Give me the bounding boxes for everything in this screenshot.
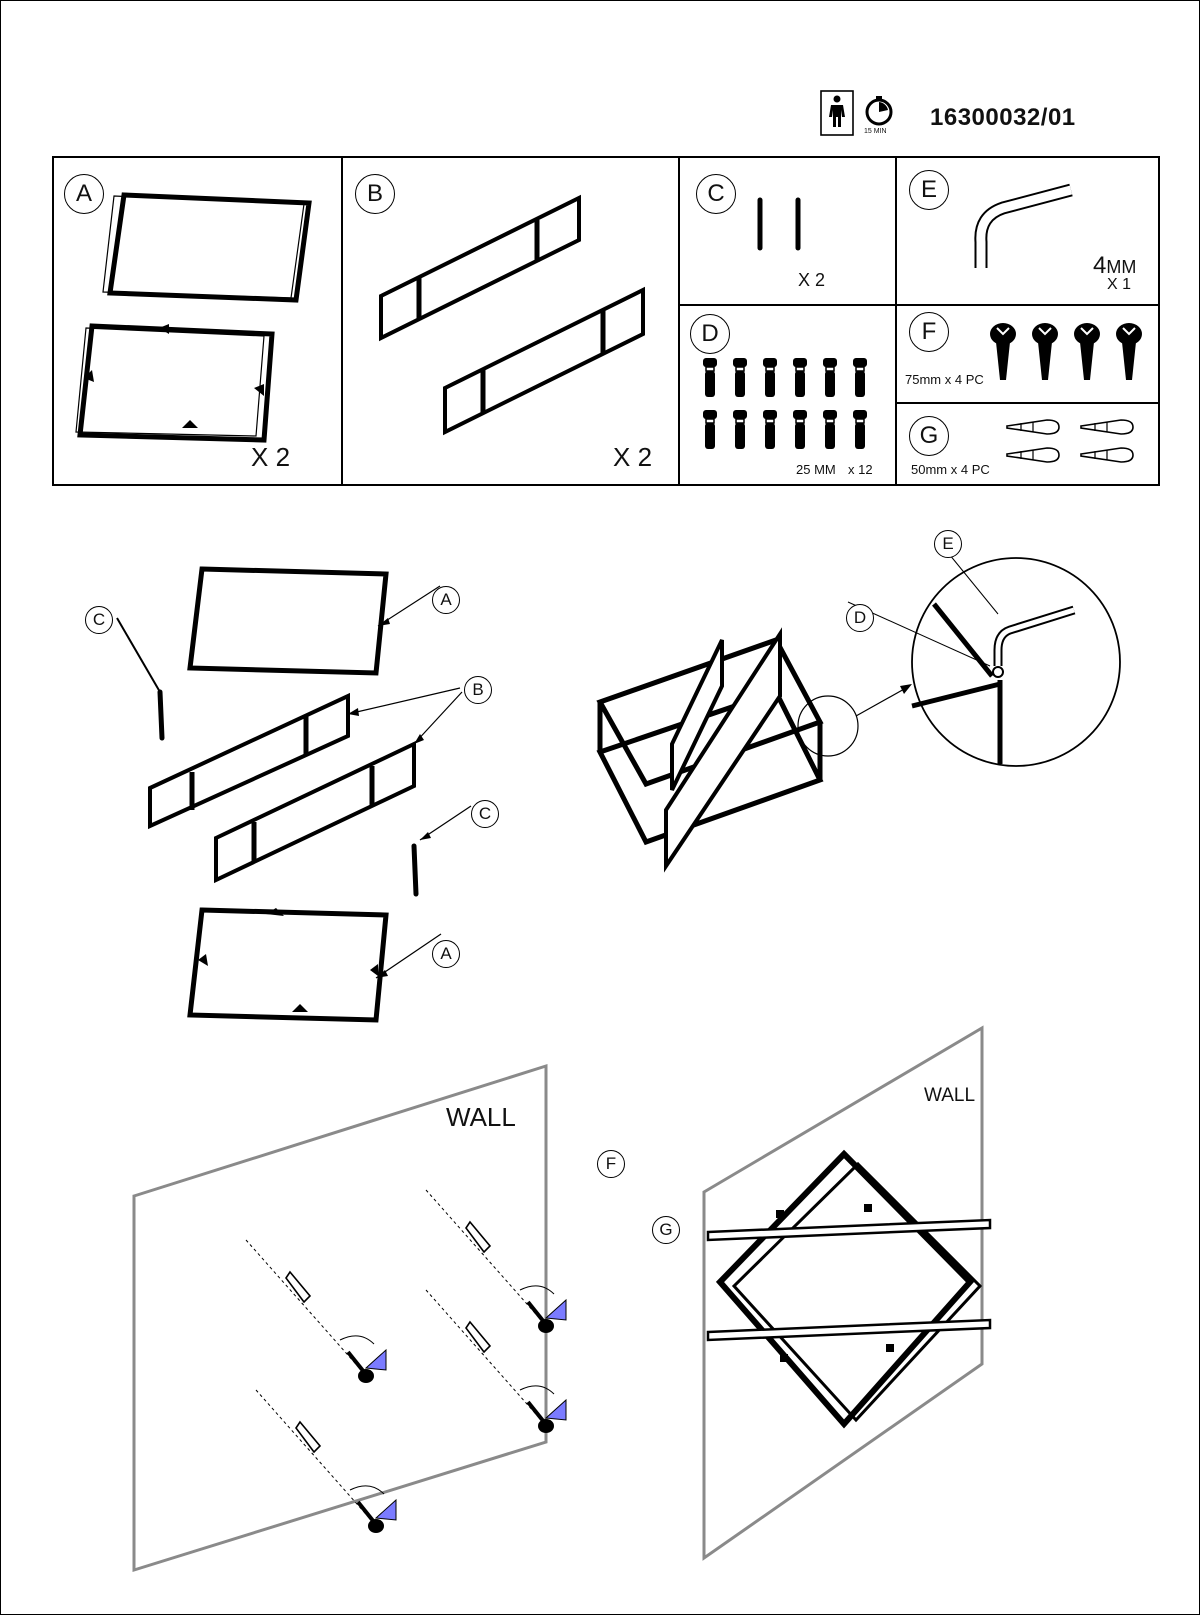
label-b: B: [464, 676, 492, 704]
part-cell-d: D 25 MM x 12: [680, 306, 895, 484]
label-c-right: C: [471, 800, 499, 828]
qty-f: x 4 PC: [944, 372, 984, 387]
divider: [341, 158, 343, 484]
step3-wall-diagram: [132, 1063, 548, 1573]
qty-g: x 4 PC: [950, 462, 990, 477]
part-cell-c: C X 2: [680, 158, 895, 304]
anchor-screw-icon: [245, 1239, 387, 1383]
size-d: 25 MM: [796, 462, 836, 477]
step2-assembled-diagram: [596, 537, 1121, 873]
qty-e: X 1: [1107, 276, 1132, 293]
wall-label-step3: WALL: [446, 1102, 516, 1132]
label-a-bottom: A: [432, 940, 460, 968]
bolt-d-illustration: [703, 358, 867, 449]
model-code: 16300032/01: [930, 104, 1076, 131]
part-cell-g: G 50mm x 4 PC: [897, 404, 1160, 484]
bolt-icon: [763, 410, 777, 449]
qty-d: x 12: [848, 462, 873, 477]
size-e-unit: MM: [1106, 257, 1137, 277]
wall-plug-icon: [1006, 447, 1060, 463]
label-a-top: A: [432, 586, 460, 614]
step1-exploded-diagram: [116, 566, 472, 1023]
bolt-icon: [853, 358, 867, 397]
part-cell-b: B X 2: [343, 158, 678, 484]
screw-icon: [1074, 323, 1100, 380]
spec-g: 50mm x 4 PC: [911, 462, 990, 477]
label-f-wall: F: [597, 1150, 625, 1178]
bolt-icon: [793, 410, 807, 449]
qty-a: X 2: [251, 442, 291, 472]
qty-c: X 2: [798, 270, 826, 290]
part-cell-e: E 4MM X 1: [897, 158, 1160, 304]
screw-icon: [1032, 323, 1058, 380]
bolt-icon: [733, 358, 747, 397]
bolt-icon: [703, 410, 717, 449]
divider: [678, 158, 680, 484]
wall-plug-icon: [1080, 447, 1134, 463]
parts-table: A X 2 B X 2: [52, 156, 1160, 486]
rod-c-illustration: [757, 197, 801, 251]
allen-key-e-illustration: [974, 183, 1073, 268]
part-letter-a: A: [64, 174, 104, 214]
bolt-icon: [823, 358, 837, 397]
time-label: 15 MIN: [864, 128, 887, 135]
bolt-icon: [733, 410, 747, 449]
anchor-screw-group: [245, 1189, 567, 1533]
label-g-wall: G: [652, 1216, 680, 1244]
part-letter-e: E: [909, 170, 949, 210]
bolt-icon: [763, 358, 777, 397]
part-cell-a: A X 2: [54, 158, 341, 484]
wall-label-step4: WALL: [924, 1085, 976, 1106]
anchor-screw-icon: [425, 1289, 567, 1433]
anchor-screw-icon: [425, 1189, 567, 1333]
divider: [895, 402, 1160, 404]
bolt-icon: [853, 410, 867, 449]
part-letter-f: F: [909, 312, 949, 352]
qty-b: X 2: [613, 442, 653, 472]
screw-icon: [1116, 323, 1142, 380]
size-f: 75mm: [905, 372, 942, 387]
label-c-left: C: [85, 606, 113, 634]
anchor-screw-icon: [255, 1389, 397, 1533]
bolt-icon: [823, 410, 837, 449]
size-e-number: 4: [1093, 252, 1107, 279]
part-letter-g: G: [909, 416, 949, 456]
screw-f-illustration: [990, 323, 1142, 380]
size-e: 4MM: [1093, 252, 1136, 280]
bolt-icon: [793, 358, 807, 397]
spec-f: 75mm x 4 PC: [905, 372, 984, 387]
wall-plug-icon: [1080, 419, 1134, 435]
anchor-g-illustration: [1006, 419, 1134, 463]
shelf-b-illustration: [379, 194, 645, 436]
part-letter-c: C: [696, 174, 736, 214]
person-icon: [820, 90, 854, 136]
label-e-detail: E: [934, 530, 962, 558]
frame-a-illustration: [75, 192, 312, 443]
wall-plug-icon: [1006, 419, 1060, 435]
screw-icon: [990, 323, 1016, 380]
part-letter-d: D: [690, 314, 730, 354]
part-cell-f: F 75mm x 4 PC: [897, 306, 1160, 402]
label-d-detail: D: [846, 604, 874, 632]
step4-finished-diagram: [702, 1025, 992, 1561]
stopwatch-icon: [865, 96, 893, 126]
divider: [895, 158, 897, 484]
size-g: 50mm: [911, 462, 948, 477]
bolt-icon: [703, 358, 717, 397]
part-letter-b: B: [355, 174, 395, 214]
divider: [678, 304, 1160, 306]
